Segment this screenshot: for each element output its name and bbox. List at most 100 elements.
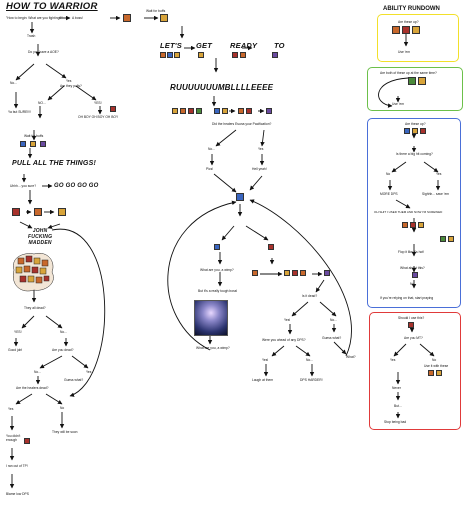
ability-icon: [236, 193, 244, 201]
ability-icon: [232, 52, 238, 58]
arrow: [245, 225, 269, 241]
yellow-use-em: Use 'em: [398, 50, 410, 54]
green-question: Are both of these up at the same time?: [380, 71, 437, 75]
ability-icon: [174, 52, 180, 58]
ability-icon: [24, 438, 30, 444]
blue-sighhh: Sighhh... save 'em: [422, 192, 450, 196]
ability-icon: [238, 108, 244, 114]
arrow: [333, 341, 347, 355]
arrow: [423, 161, 439, 173]
node-no: No...: [208, 147, 215, 151]
arrow: [419, 343, 435, 357]
node-blame-dps: Blame low DPS: [6, 492, 29, 496]
red-question: Should I use this?: [398, 316, 425, 320]
node-uhhh: Uhhh... you sure?: [10, 184, 37, 188]
node-didnt-enough: You didn't enough: [6, 434, 21, 443]
node-ran-out-tp: I ran out of TP!: [6, 464, 28, 468]
node-john-madden: JOHN FUCKING MADDEN: [28, 228, 53, 246]
ability-icon: [284, 270, 290, 276]
node-what: What?: [346, 355, 356, 359]
ability-icon: [410, 222, 416, 228]
arrow: [45, 315, 63, 329]
blue-flop: Flop it like it's hot!: [398, 250, 425, 254]
node-wait-buffs: Wait for buffs: [146, 9, 166, 13]
node-have-aoe: Do you have a AOE?: [28, 50, 59, 54]
loop-arrow: [249, 199, 352, 357]
ability-icon: [198, 52, 204, 58]
arrow: [249, 175, 263, 191]
ability-icon: [418, 77, 426, 85]
node-what-fighting: "How to begin: What are you fighting?": [6, 16, 63, 20]
red-but: But...: [394, 404, 402, 408]
green-use-em: Use 'em: [392, 102, 404, 106]
node-oh-boy: OH BOY OH BOY OH BOY: [78, 115, 119, 119]
ability-icon: [428, 370, 434, 376]
ability-icon: [408, 322, 414, 328]
node-to: TO: [274, 41, 285, 50]
node-yes3: YES!: [14, 330, 22, 334]
ability-icon: [110, 106, 116, 112]
red-box: [369, 312, 461, 430]
ability-icon: [246, 108, 252, 114]
node-wimp-2: What are you, a wimp?: [196, 346, 230, 350]
node-rumble: RUUUUUUUMBLLLLEEEE: [170, 83, 274, 92]
ability-icon: [222, 108, 228, 114]
red-stop-bad: Stop being bad: [384, 420, 407, 424]
node-no3: No...: [306, 358, 313, 362]
node-yes5: Yes: [8, 407, 14, 411]
arrow: [391, 161, 407, 173]
ability-icon: [160, 14, 168, 22]
blue-more-dps: MORE DPS: [380, 192, 398, 196]
node-laugh: Laugh at them: [252, 378, 274, 382]
node-are-they-pulls: Are they pulls?: [60, 84, 82, 88]
ability-icon: [123, 14, 131, 22]
ability-icon: [412, 26, 420, 34]
blue-no2: No: [410, 282, 415, 286]
ability-icon: [167, 52, 173, 58]
node-ahead-dps: Were you ahead of any DPS?: [262, 338, 306, 342]
loop-arrow: [378, 77, 409, 108]
node-esuna-question: Did the healers Esuna your Pacification?: [212, 122, 272, 126]
ability-icon: [58, 208, 66, 216]
red-use-with-these: Use it with these: [424, 364, 449, 368]
node-no2: NO...: [38, 101, 46, 105]
ability-icon: [214, 108, 220, 114]
node-healers-dead: Are the healers dead?: [16, 386, 49, 390]
node-ready: READY: [230, 41, 258, 50]
node-yes2: YES!: [94, 101, 102, 105]
arrow: [39, 355, 63, 369]
arrow: [221, 225, 235, 241]
node-gogo: GO GO GO GO: [54, 183, 99, 189]
ability-icon: [392, 26, 400, 34]
loop-arrow: [167, 200, 237, 351]
ability-icon: [240, 52, 246, 58]
ability-rundown-header: ABILITY RUNDOWN: [383, 6, 440, 12]
blue-oh-shit: OH SHIT I USED THEM AND NOW I'M SCREWED: [374, 210, 443, 214]
ability-icon: [214, 244, 220, 250]
node-is-dead: Is it dead?: [302, 294, 318, 298]
ability-icon: [412, 272, 418, 278]
ability-icon: [172, 108, 178, 114]
arrow: [291, 301, 309, 317]
node-no2: No...: [330, 318, 337, 322]
blue-praying: If you're relying on that, start praying: [380, 296, 434, 300]
blue-question: Are these up?: [405, 122, 426, 126]
node-yes2: Yes!: [284, 318, 291, 322]
ability-icon: [30, 141, 36, 147]
ability-icon: [272, 52, 278, 58]
node-pics: Pics!: [206, 167, 214, 171]
blue-what-about: What about this?: [400, 266, 425, 270]
arrow: [19, 221, 33, 229]
arrow: [45, 393, 63, 405]
ability-icon: [404, 128, 410, 134]
node-yes: Yes: [258, 147, 264, 151]
blue-no: No: [386, 172, 391, 176]
node-guess-what: Guess what?: [322, 336, 342, 340]
ability-icon: [420, 128, 426, 134]
arrow: [75, 85, 97, 101]
red-never: Never: [392, 386, 401, 390]
ability-icon: [268, 244, 274, 250]
arrow: [295, 345, 311, 357]
ability-icon: [402, 222, 408, 228]
